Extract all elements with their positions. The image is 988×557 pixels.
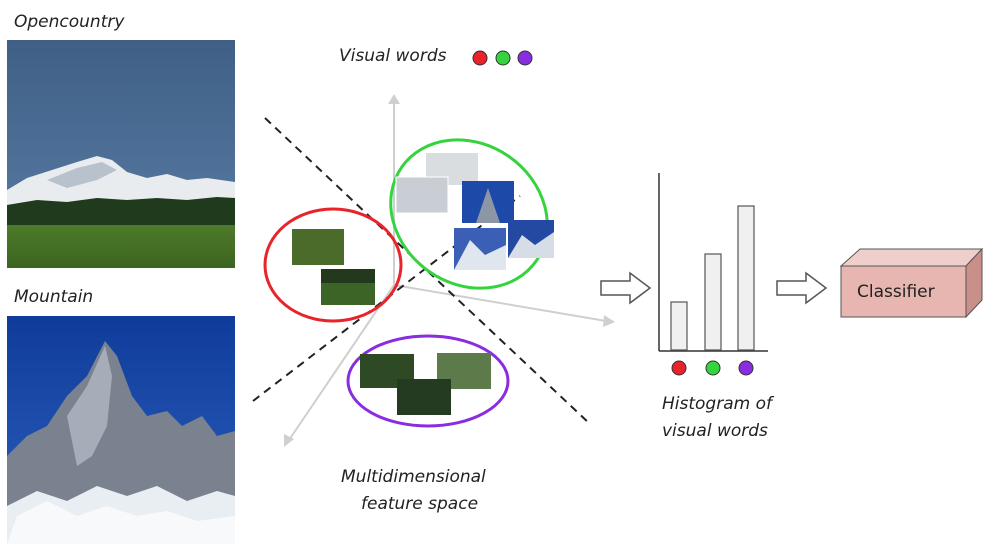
mountain-image [7, 316, 235, 544]
histogram-bar [670, 301, 688, 351]
forest-patch-3 [397, 379, 451, 415]
grass-patch-1 [292, 229, 344, 265]
histogram-bin-dot [738, 360, 754, 376]
visual-word-dot-purple [517, 50, 533, 66]
opencountry-image [7, 40, 235, 268]
purple-cluster [346, 334, 510, 428]
histogram-bar [737, 205, 755, 351]
green-cluster [389, 138, 549, 290]
histogram-label-line2: visual words [662, 421, 768, 441]
visual-word-dot-green [495, 50, 511, 66]
snow-patch-2 [395, 176, 449, 214]
histogram-label-line1: Histogram of [662, 394, 772, 414]
histogram-bin-dot [705, 360, 721, 376]
histogram-bin-dot [671, 360, 687, 376]
arrow-to-classifier [776, 271, 828, 305]
histogram-chart [658, 173, 768, 376]
feature-space-label-line2: feature space [361, 494, 479, 514]
opencountry-label: Opencountry [14, 12, 125, 32]
histogram-bar [704, 253, 722, 351]
feature-space-label-line1: Multidimensional [341, 467, 486, 487]
visual-word-dot-red [472, 50, 488, 66]
feature-axes [284, 94, 615, 447]
mountain-label: Mountain [14, 287, 94, 307]
decision-boundary-1 [264, 117, 591, 425]
visual-words-label: Visual words [339, 46, 447, 66]
classifier-label: Classifier [857, 282, 935, 302]
red-cluster [263, 207, 403, 323]
classifier-box [839, 247, 984, 319]
arrow-to-histogram [600, 271, 652, 305]
